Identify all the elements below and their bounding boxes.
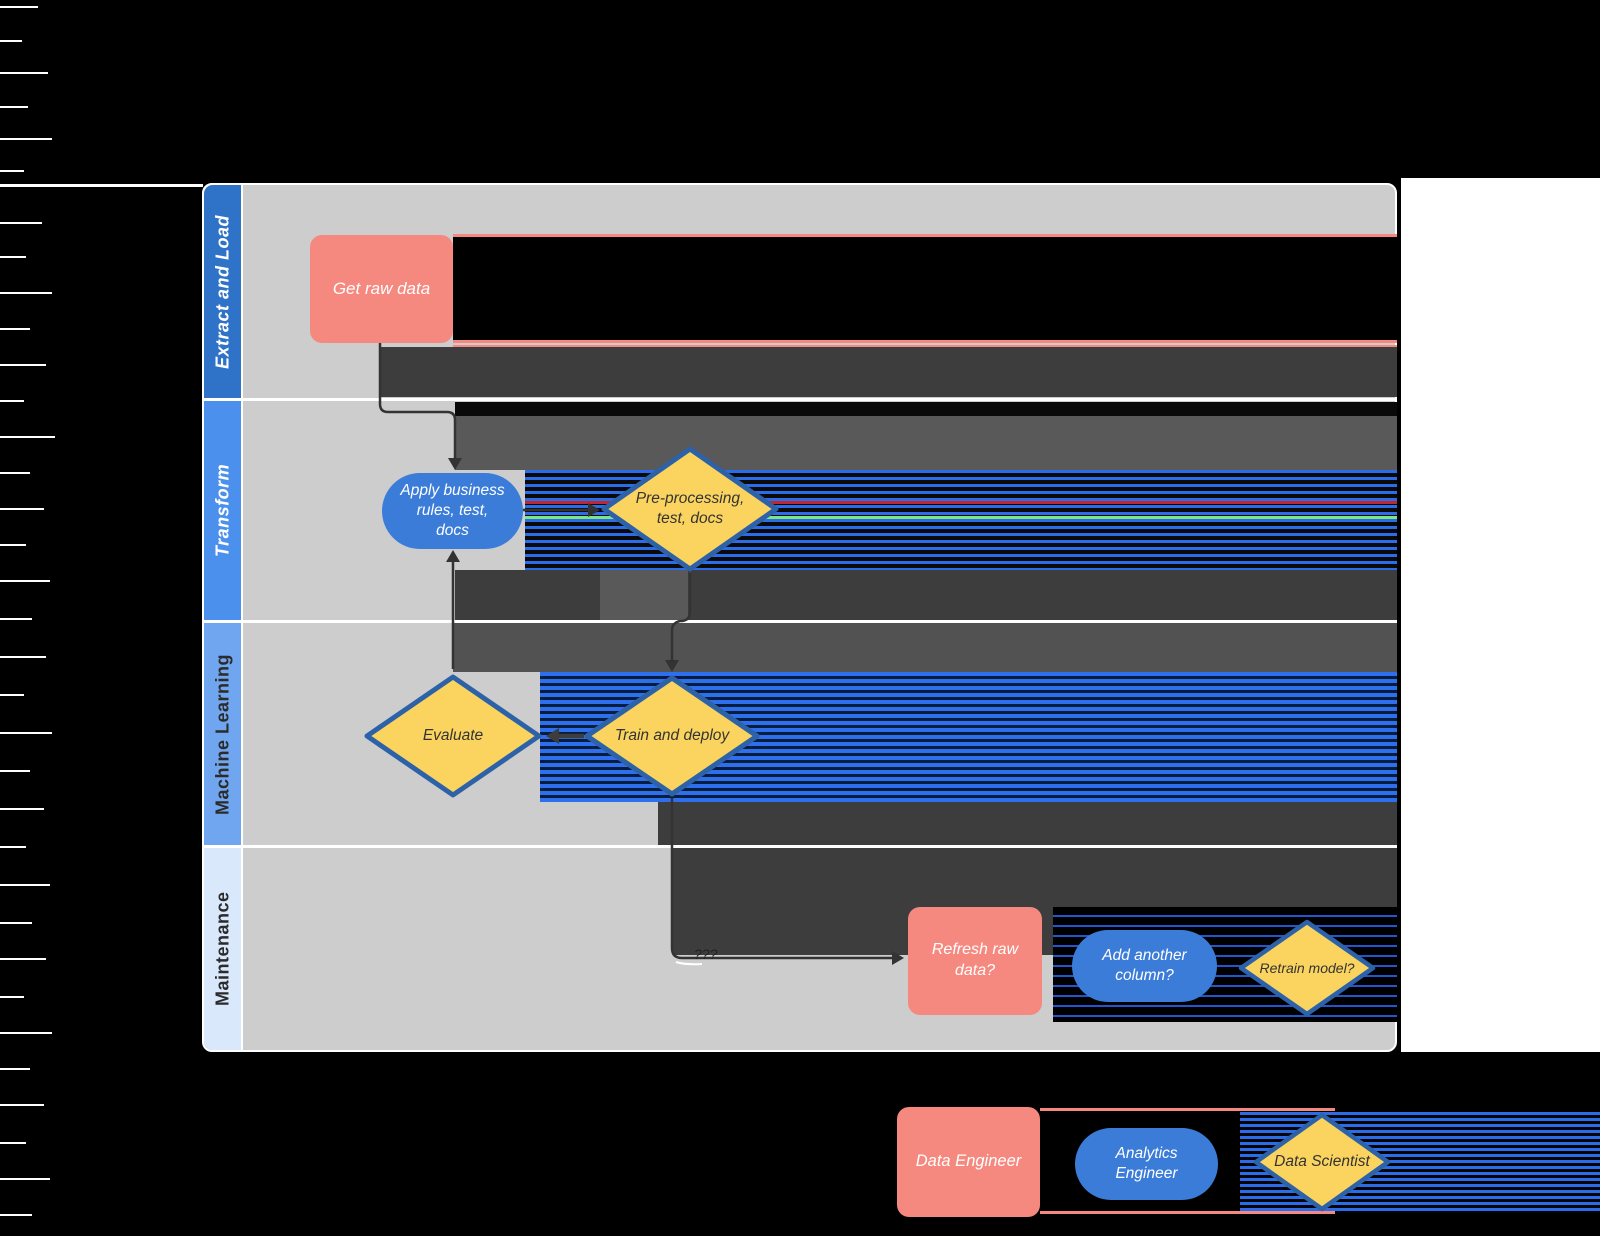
node-evaluate: Evaluate: [363, 673, 543, 799]
arrowhead-right: [588, 503, 600, 517]
node-refresh-raw-data: Refresh raw data?: [908, 907, 1042, 1015]
render-artifact: [0, 436, 55, 438]
lane-header-machine-learning: Machine Learning: [204, 623, 242, 845]
node-label: Evaluate: [422, 726, 484, 744]
lane-divider: [204, 398, 1395, 401]
render-artifact: [455, 416, 1397, 470]
edge-pre-processing-to-train: [670, 573, 692, 662]
render-artifact: [0, 694, 24, 696]
render-artifact: [600, 570, 688, 620]
lane-divider: [204, 620, 1395, 623]
node-label: Refresh raw data?: [931, 941, 1019, 979]
edge-label-unknown: ???: [694, 946, 718, 962]
render-artifact: [0, 72, 48, 74]
edge-train-to-refresh: [670, 798, 893, 960]
render-artifact: [0, 400, 24, 402]
render-artifact: [380, 347, 1397, 397]
render-artifact: [0, 222, 42, 224]
node-label: Retrain model?: [1259, 959, 1355, 976]
legend-label: Data Scientist: [1274, 1152, 1370, 1170]
node-label: Train and deploy: [614, 726, 730, 744]
render-artifact: [658, 802, 1397, 845]
node-label: Add another column?: [1102, 946, 1187, 984]
render-artifact: [0, 996, 24, 998]
render-artifact: [0, 292, 52, 294]
render-artifact: [0, 40, 22, 42]
render-artifact: [0, 1178, 50, 1180]
legend-item-data-scientist: Data Scientist: [1252, 1111, 1392, 1213]
lane-header-extract-and-load: Extract and Load: [204, 185, 242, 398]
node-label: Pre-processing, test, docs: [635, 489, 745, 527]
arrowhead-left: [546, 728, 559, 744]
diamond-shape: [584, 675, 760, 797]
render-artifact: [0, 544, 26, 546]
legend-item-analytics-engineer: Analytics Engineer: [1075, 1128, 1218, 1200]
render-artifact: [0, 922, 32, 924]
render-artifact: [455, 402, 1397, 416]
render-artifact: [0, 958, 46, 960]
render-artifact: [0, 472, 30, 474]
render-artifact: [0, 618, 32, 620]
node-get-raw-data: Get raw data: [310, 235, 453, 343]
node-pre-processing: Pre-processing, test, docs: [600, 445, 780, 573]
legend-label: Data Engineer: [915, 1152, 1022, 1171]
render-artifact: [0, 328, 30, 330]
render-artifact: [453, 623, 1397, 672]
lane-header-transform: Transform: [204, 401, 242, 620]
render-artifact: [525, 501, 1397, 504]
render-artifact: [1040, 1211, 1335, 1214]
node-apply-business-rules: Apply business rules, test, docs: [382, 473, 523, 549]
render-artifact: [453, 237, 1397, 340]
header-divider: [241, 185, 243, 1050]
render-artifact: [0, 170, 24, 172]
render-artifact: [0, 1032, 52, 1034]
render-artifact: [0, 580, 50, 582]
render-artifact: [0, 184, 203, 187]
render-artifact: [0, 1214, 32, 1216]
render-artifact: [0, 846, 26, 848]
render-artifact: [0, 256, 26, 258]
diamond-shape: [1238, 919, 1376, 1017]
node-label: Apply business rules, test, docs: [400, 481, 505, 540]
render-artifact: [688, 570, 1397, 620]
render-artifact: [0, 1068, 30, 1070]
render-artifact: [0, 364, 46, 366]
render-artifact: [455, 570, 600, 620]
diamond-shape: [601, 446, 779, 572]
render-artifact: [0, 1142, 26, 1144]
legend-label: Analytics Engineer: [1115, 1144, 1178, 1182]
diamond-shape: [364, 674, 542, 798]
render-artifact: [0, 732, 52, 734]
edge-get-raw-data-to-apply-rules: [378, 343, 457, 461]
render-artifact: [0, 1104, 44, 1106]
render-artifact: [0, 884, 50, 886]
render-artifact: [453, 340, 1397, 343]
render-artifact: [1040, 1108, 1335, 1111]
lane-divider: [204, 845, 1395, 848]
render-artifact: [0, 138, 52, 140]
arrowhead-down: [448, 458, 462, 470]
node-train-and-deploy: Train and deploy: [583, 674, 761, 798]
legend-item-data-engineer: Data Engineer: [897, 1107, 1040, 1217]
page-background-right: [1401, 178, 1600, 1052]
node-add-another-column: Add another column?: [1072, 930, 1217, 1002]
arrowhead-right: [892, 951, 904, 965]
render-artifact: [0, 656, 46, 658]
render-artifact: [453, 345, 1397, 347]
render-artifact: [675, 961, 703, 966]
arrowhead-up: [446, 550, 460, 562]
render-artifact: [0, 6, 38, 8]
node-label: Get raw data: [332, 278, 431, 298]
render-artifact: [0, 508, 44, 510]
lane-header-maintenance: Maintenance: [204, 848, 242, 1050]
diamond-shape: [1253, 1112, 1391, 1212]
render-artifact: [0, 770, 30, 772]
arrowhead-down: [665, 660, 679, 672]
render-artifact: [0, 808, 44, 810]
node-retrain-model: Retrain model?: [1237, 918, 1377, 1018]
render-artifact: [453, 234, 1397, 237]
render-artifact: [525, 516, 1397, 519]
render-artifact: [0, 106, 28, 108]
